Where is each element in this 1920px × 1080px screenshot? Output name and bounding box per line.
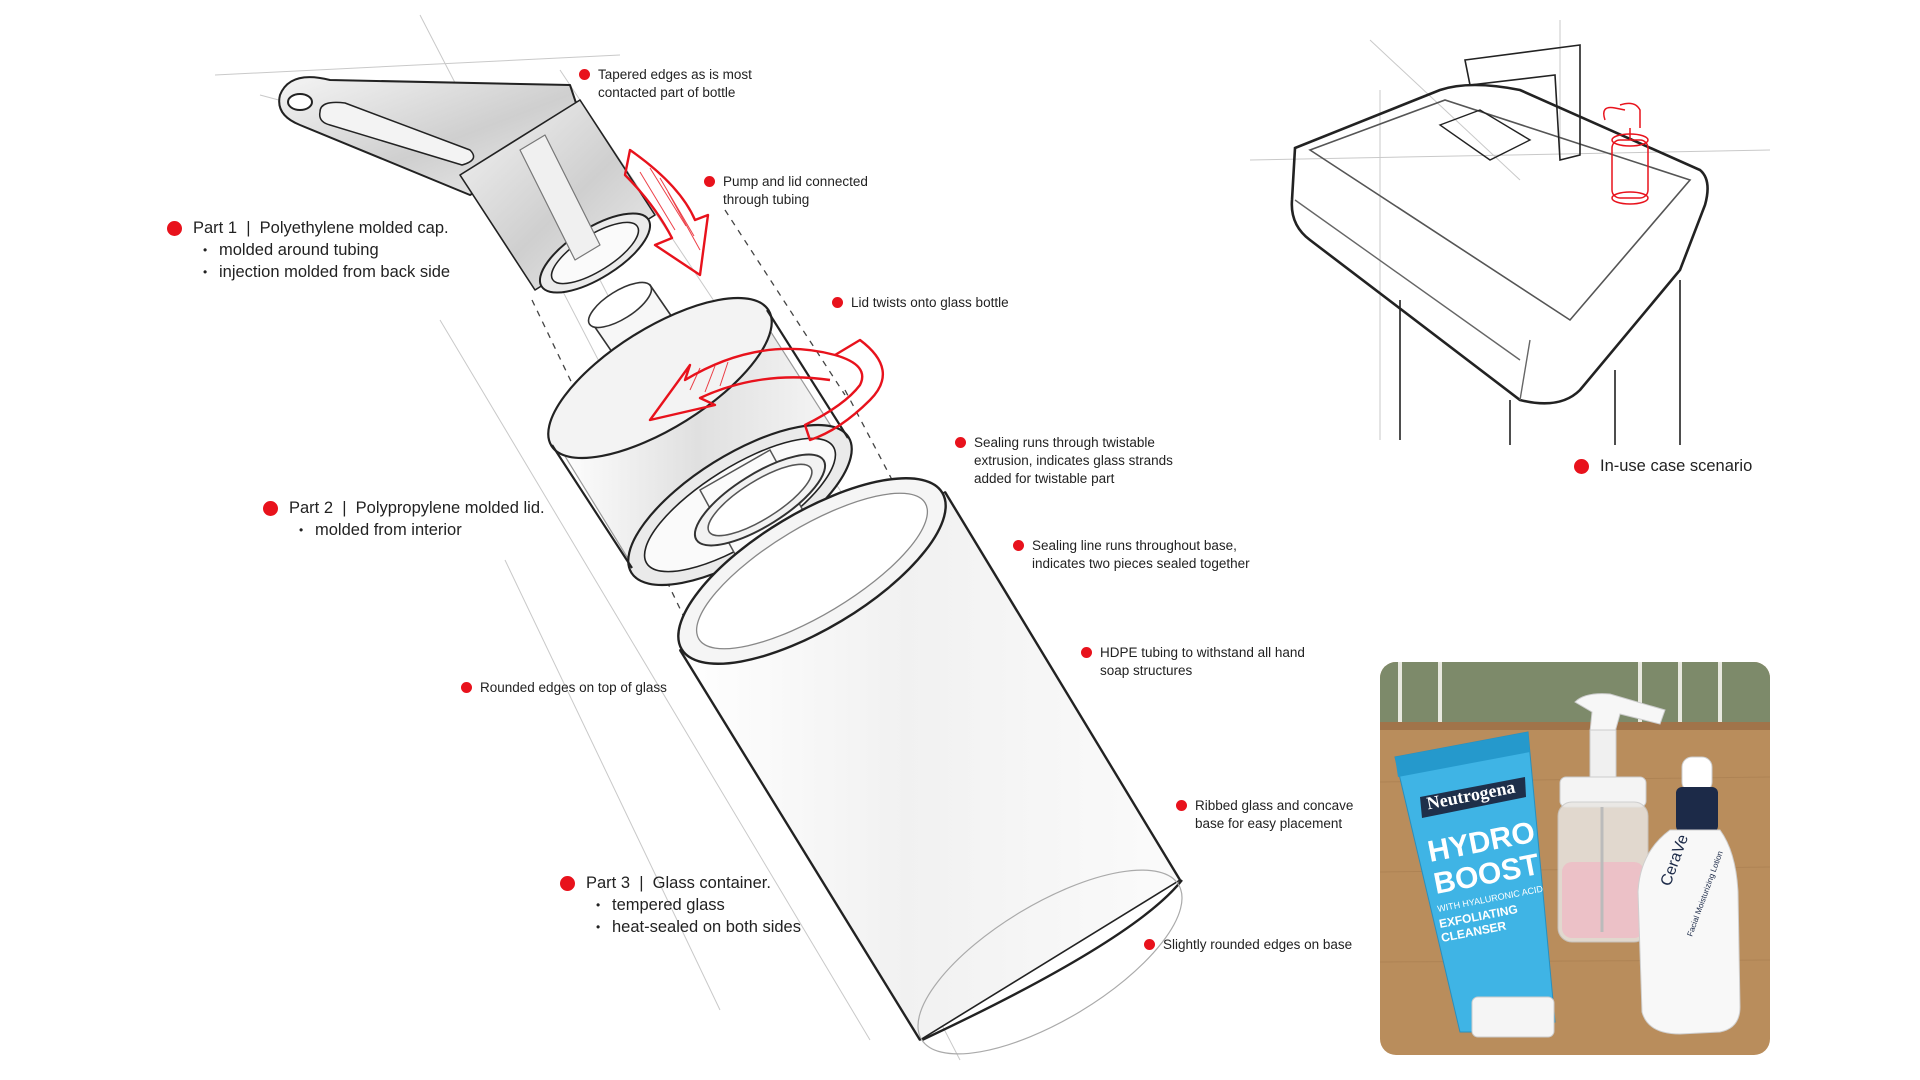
callout-hdpe: HDPE tubing to withstand all hand soap s… — [1100, 644, 1305, 680]
callout-lid-twists: Lid twists onto glass bottle — [851, 294, 1009, 312]
callout-sealing-twist: Sealing runs through twistable extrusion… — [974, 434, 1173, 488]
faucet-sketch — [1465, 45, 1580, 160]
callout-ribbed: Ribbed glass and concave base for easy p… — [1195, 797, 1353, 833]
part-bullet: heat-sealed on both sides — [596, 916, 801, 938]
part-title: Part 3 | Glass container. — [586, 872, 801, 894]
scenario-label: In-use case scenario — [1600, 455, 1752, 477]
bullet-dot-icon — [1013, 540, 1024, 551]
bullet-dot-icon — [1574, 459, 1589, 474]
callout-text: Tapered edges as is most contacted part … — [598, 67, 752, 100]
part-title: Part 2 | Polypropylene molded lid. — [289, 497, 545, 519]
callout-text: Slightly rounded edges on base — [1163, 937, 1352, 952]
callout-text: Sealing runs through twistable extrusion… — [974, 435, 1173, 486]
callout-pump-lid: Pump and lid connected through tubing — [723, 173, 868, 209]
sink-scenario-sketch — [1250, 20, 1770, 445]
callout-text: HDPE tubing to withstand all hand soap s… — [1100, 645, 1305, 678]
bullet-dot-icon — [263, 501, 278, 516]
part3-description: Part 3 | Glass container. tempered glass… — [586, 872, 801, 938]
scenario-label-text: In-use case scenario — [1600, 457, 1752, 475]
bullet-dot-icon — [832, 297, 843, 308]
callout-rounded-base: Slightly rounded edges on base — [1163, 936, 1352, 954]
callout-text: Rounded edges on top of glass — [480, 680, 667, 695]
bullet-dot-icon — [1144, 939, 1155, 950]
bullet-dot-icon — [461, 682, 472, 693]
bullet-dot-icon — [704, 176, 715, 187]
part-bullet: injection molded from back side — [203, 261, 450, 283]
callout-text: Pump and lid connected through tubing — [723, 174, 868, 207]
callout-text: Lid twists onto glass bottle — [851, 295, 1009, 310]
part-bullet: molded around tubing — [203, 239, 450, 261]
bullet-dot-icon — [1176, 800, 1187, 811]
bullet-dot-icon — [560, 876, 575, 891]
callout-text: Sealing line runs throughout base, indic… — [1032, 538, 1250, 571]
part-title: Part 1 | Polyethylene molded cap. — [193, 217, 450, 239]
part2-description: Part 2 | Polypropylene molded lid. molde… — [289, 497, 545, 541]
part-bullet: molded from interior — [299, 519, 545, 541]
bullet-dot-icon — [167, 221, 182, 236]
product-photo: Neutrogena HYDRO BOOST WITH HYALURONIC A… — [1380, 662, 1770, 1055]
callout-rounded-top: Rounded edges on top of glass — [480, 679, 667, 697]
part1-description: Part 1 | Polyethylene molded cap. molded… — [193, 217, 450, 283]
part-bullet: tempered glass — [596, 894, 801, 916]
callout-tapered-edges: Tapered edges as is most contacted part … — [598, 66, 752, 102]
bullet-dot-icon — [1081, 647, 1092, 658]
callout-text: Ribbed glass and concave base for easy p… — [1195, 798, 1353, 831]
product-photo-illustration: Neutrogena HYDRO BOOST WITH HYALURONIC A… — [1380, 662, 1770, 1055]
bullet-dot-icon — [579, 69, 590, 80]
bullet-dot-icon — [955, 437, 966, 448]
callout-sealing-base: Sealing line runs throughout base, indic… — [1032, 537, 1250, 573]
